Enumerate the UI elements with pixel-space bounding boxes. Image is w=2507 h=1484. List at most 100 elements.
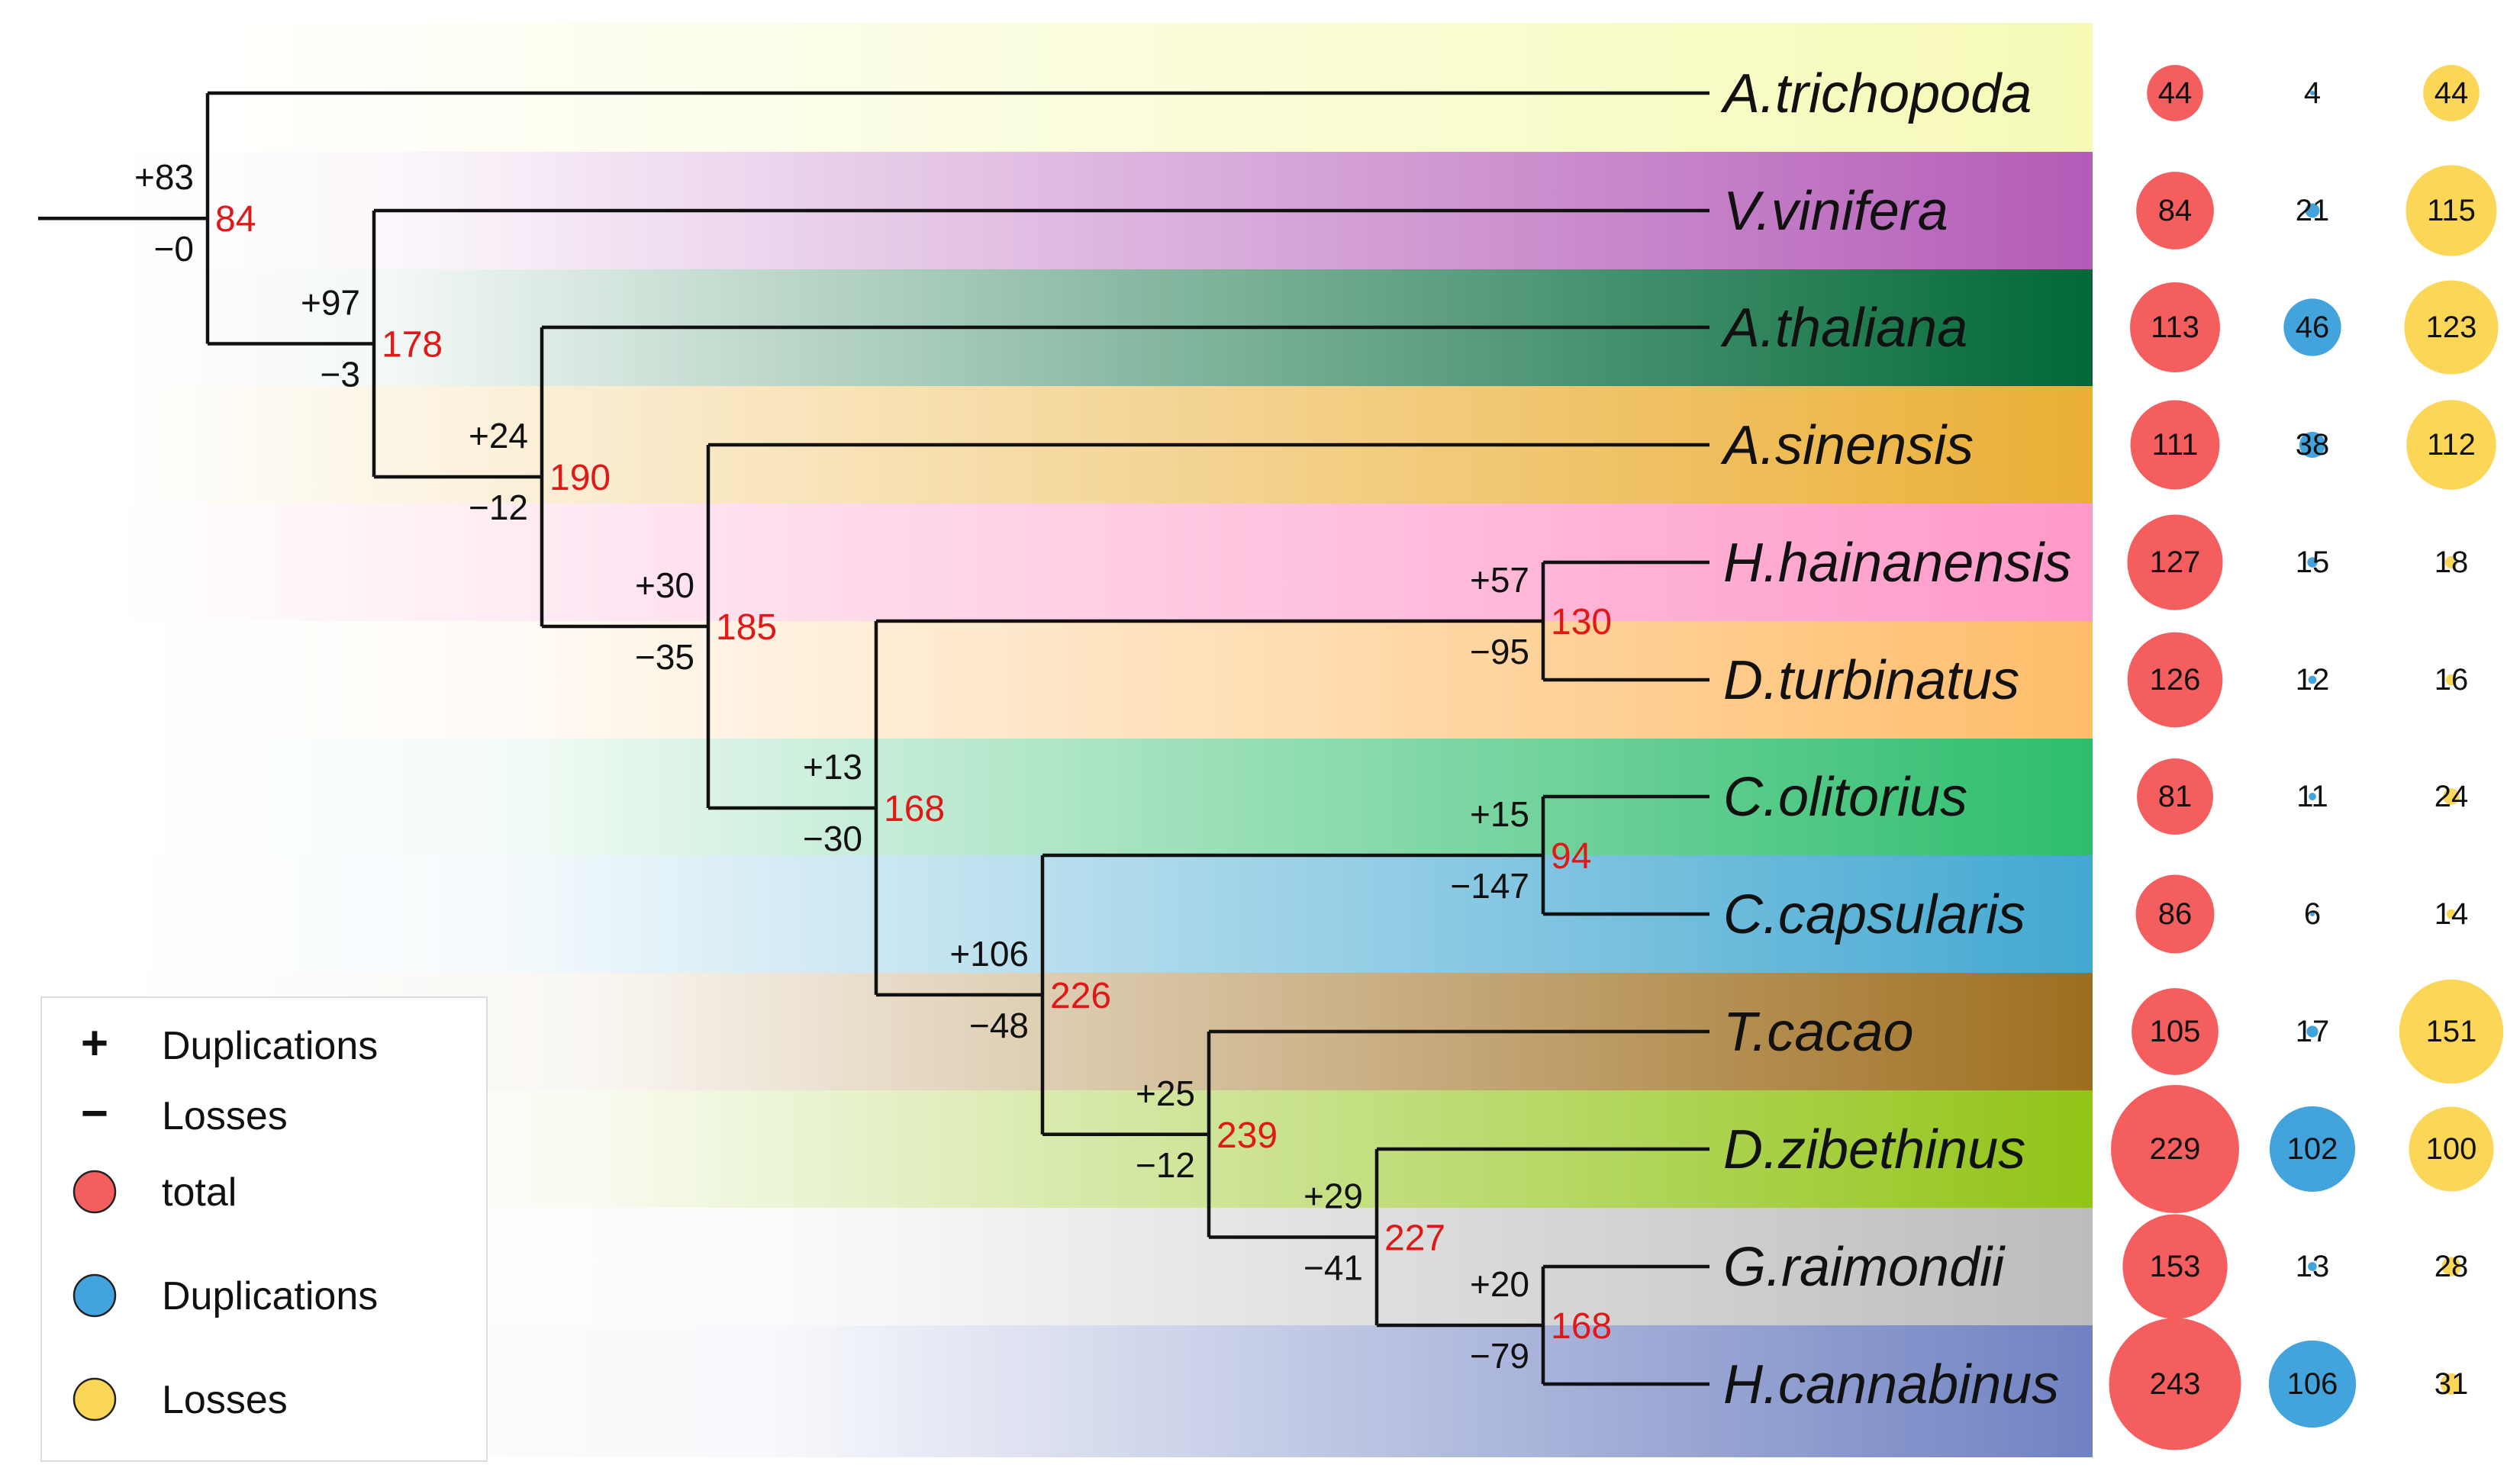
loss-count-circle bbox=[2405, 165, 2497, 256]
n6-family-count: 130 bbox=[1551, 602, 1612, 642]
n9-family-count: 239 bbox=[1216, 1115, 1278, 1156]
loss-count-circle bbox=[2404, 280, 2499, 375]
n1-family-count: 84 bbox=[215, 199, 256, 240]
total-count-circle bbox=[2147, 65, 2203, 121]
tree-branches bbox=[38, 91, 1709, 1386]
loss-count-circle bbox=[2441, 1257, 2461, 1276]
tree-branch-path bbox=[38, 91, 1709, 1386]
legend-swatch bbox=[73, 1170, 117, 1214]
total-count-circle bbox=[2130, 400, 2220, 490]
n7-loss-label: −48 bbox=[969, 1006, 1029, 1045]
dup-count-label: 6 bbox=[2304, 897, 2321, 931]
species-name: V.vinifera bbox=[1723, 181, 1948, 242]
total-count-label: 229 bbox=[2150, 1132, 2201, 1166]
loss-count-label: 31 bbox=[2434, 1367, 2469, 1401]
loss-count-circle bbox=[2444, 555, 2458, 569]
total-count-circle bbox=[2122, 1214, 2228, 1319]
n5-family-count: 168 bbox=[884, 789, 945, 829]
legend-swatch bbox=[73, 1377, 117, 1421]
n7-gain-label: +106 bbox=[949, 934, 1029, 974]
n5-loss-label: −30 bbox=[803, 819, 862, 858]
dup-count-circle bbox=[2299, 431, 2326, 459]
total-count-label: 111 bbox=[2152, 428, 2199, 462]
total-count-circle bbox=[2127, 632, 2223, 728]
legend-swatch bbox=[73, 1273, 117, 1318]
dup-count-label: 13 bbox=[2296, 1250, 2330, 1283]
species-name: C.capsularis bbox=[1723, 884, 2025, 945]
loss-count-label: 14 bbox=[2434, 897, 2469, 931]
dup-count-circle bbox=[2308, 675, 2317, 684]
n2-loss-label: −3 bbox=[321, 354, 360, 394]
loss-count-circle bbox=[2409, 1106, 2494, 1192]
legend-label: Losses bbox=[162, 1094, 288, 1138]
dup-count-circle bbox=[2310, 91, 2315, 95]
total-count-circle bbox=[2137, 758, 2213, 835]
n10-gain-label: +29 bbox=[1303, 1177, 1363, 1216]
loss-count-label: 115 bbox=[2427, 194, 2476, 227]
n4-loss-label: −35 bbox=[635, 637, 694, 677]
n8-family-count: 94 bbox=[1551, 836, 1591, 877]
n2-family-count: 178 bbox=[382, 324, 443, 365]
dup-count-label: 106 bbox=[2287, 1367, 2338, 1401]
total-count-label: 105 bbox=[2150, 1015, 2201, 1048]
n7-family-count: 226 bbox=[1050, 976, 1111, 1016]
n4-family-count: 185 bbox=[716, 607, 777, 648]
band-d-turbinatus bbox=[122, 621, 2093, 739]
n4-gain-label: +30 bbox=[635, 565, 694, 605]
dup-count-label: 4 bbox=[2304, 76, 2321, 110]
loss-count-circle bbox=[2406, 400, 2496, 490]
n6-loss-label: −95 bbox=[1470, 632, 1529, 671]
dup-count-circle bbox=[2307, 557, 2318, 568]
total-count-label: 126 bbox=[2150, 663, 2201, 697]
total-count-label: 243 bbox=[2150, 1367, 2201, 1401]
loss-count-circle bbox=[2445, 674, 2457, 686]
dup-count-label: 15 bbox=[2296, 546, 2330, 579]
species-name: T.cacao bbox=[1723, 1002, 1914, 1063]
loss-count-circle bbox=[2423, 65, 2480, 121]
dup-count-circle bbox=[2309, 793, 2316, 800]
legend-label: Losses bbox=[162, 1378, 288, 1422]
species-name: G.raimondii bbox=[1723, 1237, 2006, 1298]
dup-count-circle bbox=[2269, 1106, 2356, 1193]
loss-count-label: 28 bbox=[2434, 1250, 2469, 1283]
dup-count-label: 102 bbox=[2287, 1132, 2338, 1166]
total-count-label: 127 bbox=[2150, 546, 2201, 579]
total-count-label: 81 bbox=[2158, 780, 2193, 813]
n10-loss-label: −41 bbox=[1303, 1248, 1363, 1288]
n11-family-count: 168 bbox=[1551, 1306, 1612, 1347]
total-count-label: 113 bbox=[2151, 311, 2199, 344]
legend: +Duplications−LossestotalDuplicationsLos… bbox=[40, 996, 488, 1462]
loss-count-label: 18 bbox=[2434, 546, 2469, 579]
dup-count-circle bbox=[2306, 1025, 2318, 1038]
n9-gain-label: +25 bbox=[1136, 1074, 1195, 1113]
legend-symbol: − bbox=[81, 1087, 108, 1140]
loss-count-circle bbox=[2441, 1373, 2462, 1395]
n10-family-count: 227 bbox=[1384, 1218, 1445, 1259]
n11-gain-label: +20 bbox=[1470, 1264, 1529, 1304]
dup-count-label: 38 bbox=[2296, 428, 2330, 462]
dup-count-label: 12 bbox=[2296, 663, 2330, 697]
total-count-circle bbox=[2136, 172, 2214, 249]
total-count-label: 153 bbox=[2150, 1250, 2201, 1283]
loss-count-label: 24 bbox=[2434, 780, 2469, 813]
legend-label: total bbox=[162, 1170, 237, 1215]
band-c-olitorius bbox=[122, 739, 2093, 855]
dup-count-label: 17 bbox=[2296, 1015, 2330, 1048]
legend-box bbox=[40, 996, 488, 1462]
n2-gain-label: +97 bbox=[301, 282, 360, 322]
total-count-circle bbox=[2109, 1318, 2241, 1450]
dup-count-label: 21 bbox=[2296, 194, 2330, 227]
total-count-circle bbox=[2135, 874, 2215, 954]
species-name: C.olitorius bbox=[1723, 767, 1967, 828]
n3-loss-label: −12 bbox=[469, 488, 528, 527]
species-name: A.thaliana bbox=[1720, 298, 1967, 359]
total-count-circle bbox=[2111, 1085, 2239, 1213]
band-h-hainanensis bbox=[122, 504, 2093, 621]
total-count-circle bbox=[2130, 282, 2220, 372]
dup-count-circle bbox=[2305, 203, 2320, 218]
total-count-circle bbox=[2132, 988, 2219, 1075]
loss-count-circle bbox=[2399, 979, 2504, 1084]
loss-count-label: 151 bbox=[2426, 1015, 2477, 1048]
dup-count-label: 11 bbox=[2296, 780, 2328, 813]
